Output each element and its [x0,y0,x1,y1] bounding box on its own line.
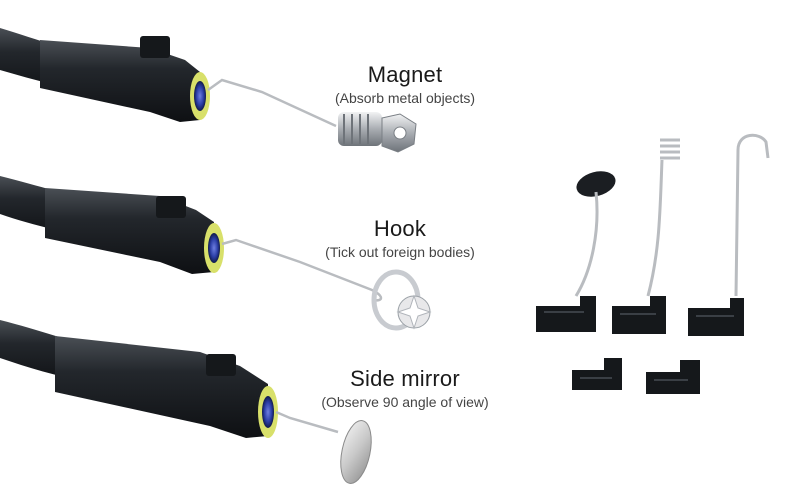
camera-probe-mirror [0,320,372,484]
magnet-description: (Absorb metal objects) [334,90,476,106]
mirror-label: Side mirror (Observe 90 angle of view) [285,366,525,410]
hook-title: Hook [373,216,427,241]
ring-object-icon [371,269,432,331]
camera-probe-hook [0,176,432,331]
magnet-label: Magnet (Absorb metal objects) [300,62,510,106]
mirror-title: Side mirror [350,366,460,391]
hook-description: (Tick out foreign bodies) [325,244,475,260]
camera-probe-magnet [0,28,417,153]
magnet-title: Magnet [367,62,443,87]
hook-label: Hook (Tick out foreign bodies) [295,216,505,260]
attachment-clip-right [646,360,700,394]
magnet-tip-icon [338,112,417,153]
mirror-tip-icon [340,420,372,484]
mirror-description: (Observe 90 angle of view) [321,394,489,410]
attachment-coil-stand [612,138,680,334]
attachment-clip-left [572,358,622,390]
attachment-mirror-stand [536,171,616,332]
attachment-hook-stand [688,133,770,336]
